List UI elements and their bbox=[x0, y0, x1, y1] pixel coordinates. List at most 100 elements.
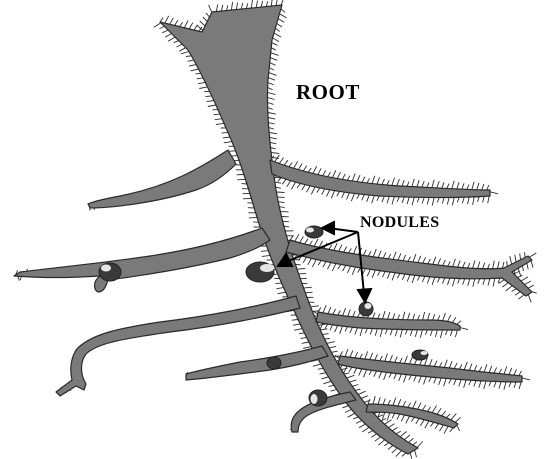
root-hair bbox=[321, 377, 328, 379]
root-hair bbox=[358, 391, 366, 394]
root-hair bbox=[268, 118, 275, 120]
root-hair bbox=[271, 48, 276, 51]
root-hair bbox=[221, 5, 222, 11]
root-hair bbox=[449, 379, 451, 384]
root-hair bbox=[279, 158, 283, 164]
root-hair bbox=[412, 197, 414, 205]
root-hair bbox=[186, 56, 191, 57]
root-hair bbox=[380, 356, 383, 361]
root-hair bbox=[268, 88, 273, 90]
root-hair bbox=[448, 315, 451, 322]
root-hair bbox=[331, 390, 337, 392]
root-hair bbox=[478, 279, 480, 284]
root-hair bbox=[494, 382, 496, 388]
root-hair bbox=[502, 283, 508, 287]
root-hair bbox=[418, 256, 421, 263]
root-hair bbox=[394, 374, 397, 380]
root-hair bbox=[402, 453, 406, 457]
root-hair bbox=[382, 413, 384, 420]
root-hair bbox=[499, 280, 504, 284]
root-hair bbox=[463, 262, 466, 268]
root-hair bbox=[375, 355, 378, 361]
root-hair bbox=[483, 279, 485, 285]
root-hair bbox=[387, 413, 390, 421]
root-hair bbox=[268, 83, 274, 85]
root-hair bbox=[387, 196, 389, 203]
nodule bbox=[99, 263, 121, 281]
root-hair bbox=[251, 0, 252, 8]
root-hair bbox=[446, 414, 450, 418]
root-hair bbox=[357, 194, 360, 199]
root-hair bbox=[432, 277, 435, 285]
root-hair bbox=[206, 13, 210, 17]
root-hair bbox=[328, 263, 331, 270]
root-hair bbox=[368, 431, 373, 434]
root-hair bbox=[305, 292, 312, 293]
root-hair bbox=[188, 60, 194, 61]
root-hair bbox=[518, 268, 520, 276]
root-hair bbox=[398, 253, 401, 260]
root-hair bbox=[443, 278, 445, 284]
root-hair bbox=[268, 103, 274, 105]
root-hair bbox=[353, 311, 356, 317]
lateral-root-lower-right bbox=[316, 312, 460, 330]
root-hair bbox=[482, 184, 484, 190]
root-hair bbox=[417, 180, 419, 187]
root-hair bbox=[437, 408, 441, 414]
root-hair bbox=[302, 342, 309, 343]
root-hair bbox=[343, 308, 346, 316]
root-hair bbox=[313, 166, 317, 173]
root-hair bbox=[423, 312, 425, 320]
root-hair bbox=[344, 373, 349, 374]
root-hair bbox=[345, 349, 348, 357]
root-hair bbox=[209, 5, 212, 13]
root-hair bbox=[318, 168, 322, 174]
root-hair bbox=[343, 366, 347, 373]
root-hair bbox=[393, 252, 396, 260]
root-hair bbox=[432, 198, 434, 206]
root-hair bbox=[342, 192, 345, 198]
root-hair bbox=[388, 312, 390, 319]
root-hair bbox=[224, 142, 232, 143]
root-hair bbox=[468, 263, 470, 268]
root-hair bbox=[454, 379, 457, 385]
root-hair bbox=[360, 328, 362, 336]
nodule bbox=[359, 302, 373, 316]
root-hair bbox=[450, 428, 453, 432]
root-hair bbox=[493, 261, 495, 269]
root-hair bbox=[373, 249, 376, 257]
root-hair bbox=[165, 34, 171, 38]
root-hair bbox=[448, 261, 451, 266]
root-hair bbox=[427, 183, 429, 188]
root-hair bbox=[165, 16, 169, 23]
root-hair bbox=[515, 255, 516, 262]
nodule bbox=[412, 350, 428, 360]
root-hair bbox=[528, 295, 531, 303]
root-hair bbox=[303, 347, 311, 349]
root-hair bbox=[322, 189, 325, 195]
root-hair bbox=[469, 380, 471, 385]
root-hair bbox=[338, 265, 341, 270]
root-hair bbox=[329, 385, 334, 386]
root-hair bbox=[531, 261, 533, 268]
root-hair bbox=[419, 376, 422, 383]
root-hair bbox=[434, 361, 437, 367]
root-hair bbox=[181, 52, 189, 54]
root-hair bbox=[297, 269, 305, 270]
root-hair bbox=[300, 237, 304, 243]
root-hair bbox=[189, 23, 193, 29]
root-hair bbox=[454, 363, 457, 369]
root-hair bbox=[385, 329, 387, 334]
root-hair bbox=[305, 239, 308, 244]
root-hair bbox=[528, 285, 534, 288]
root-hair bbox=[504, 366, 507, 374]
root-hair bbox=[199, 87, 207, 89]
root-hair bbox=[429, 359, 432, 366]
root-hair bbox=[370, 353, 373, 360]
root-hair bbox=[309, 241, 312, 245]
root-hair bbox=[377, 177, 380, 184]
root-hair bbox=[364, 370, 367, 378]
root-hair bbox=[373, 396, 375, 404]
root-hair bbox=[269, 73, 277, 76]
